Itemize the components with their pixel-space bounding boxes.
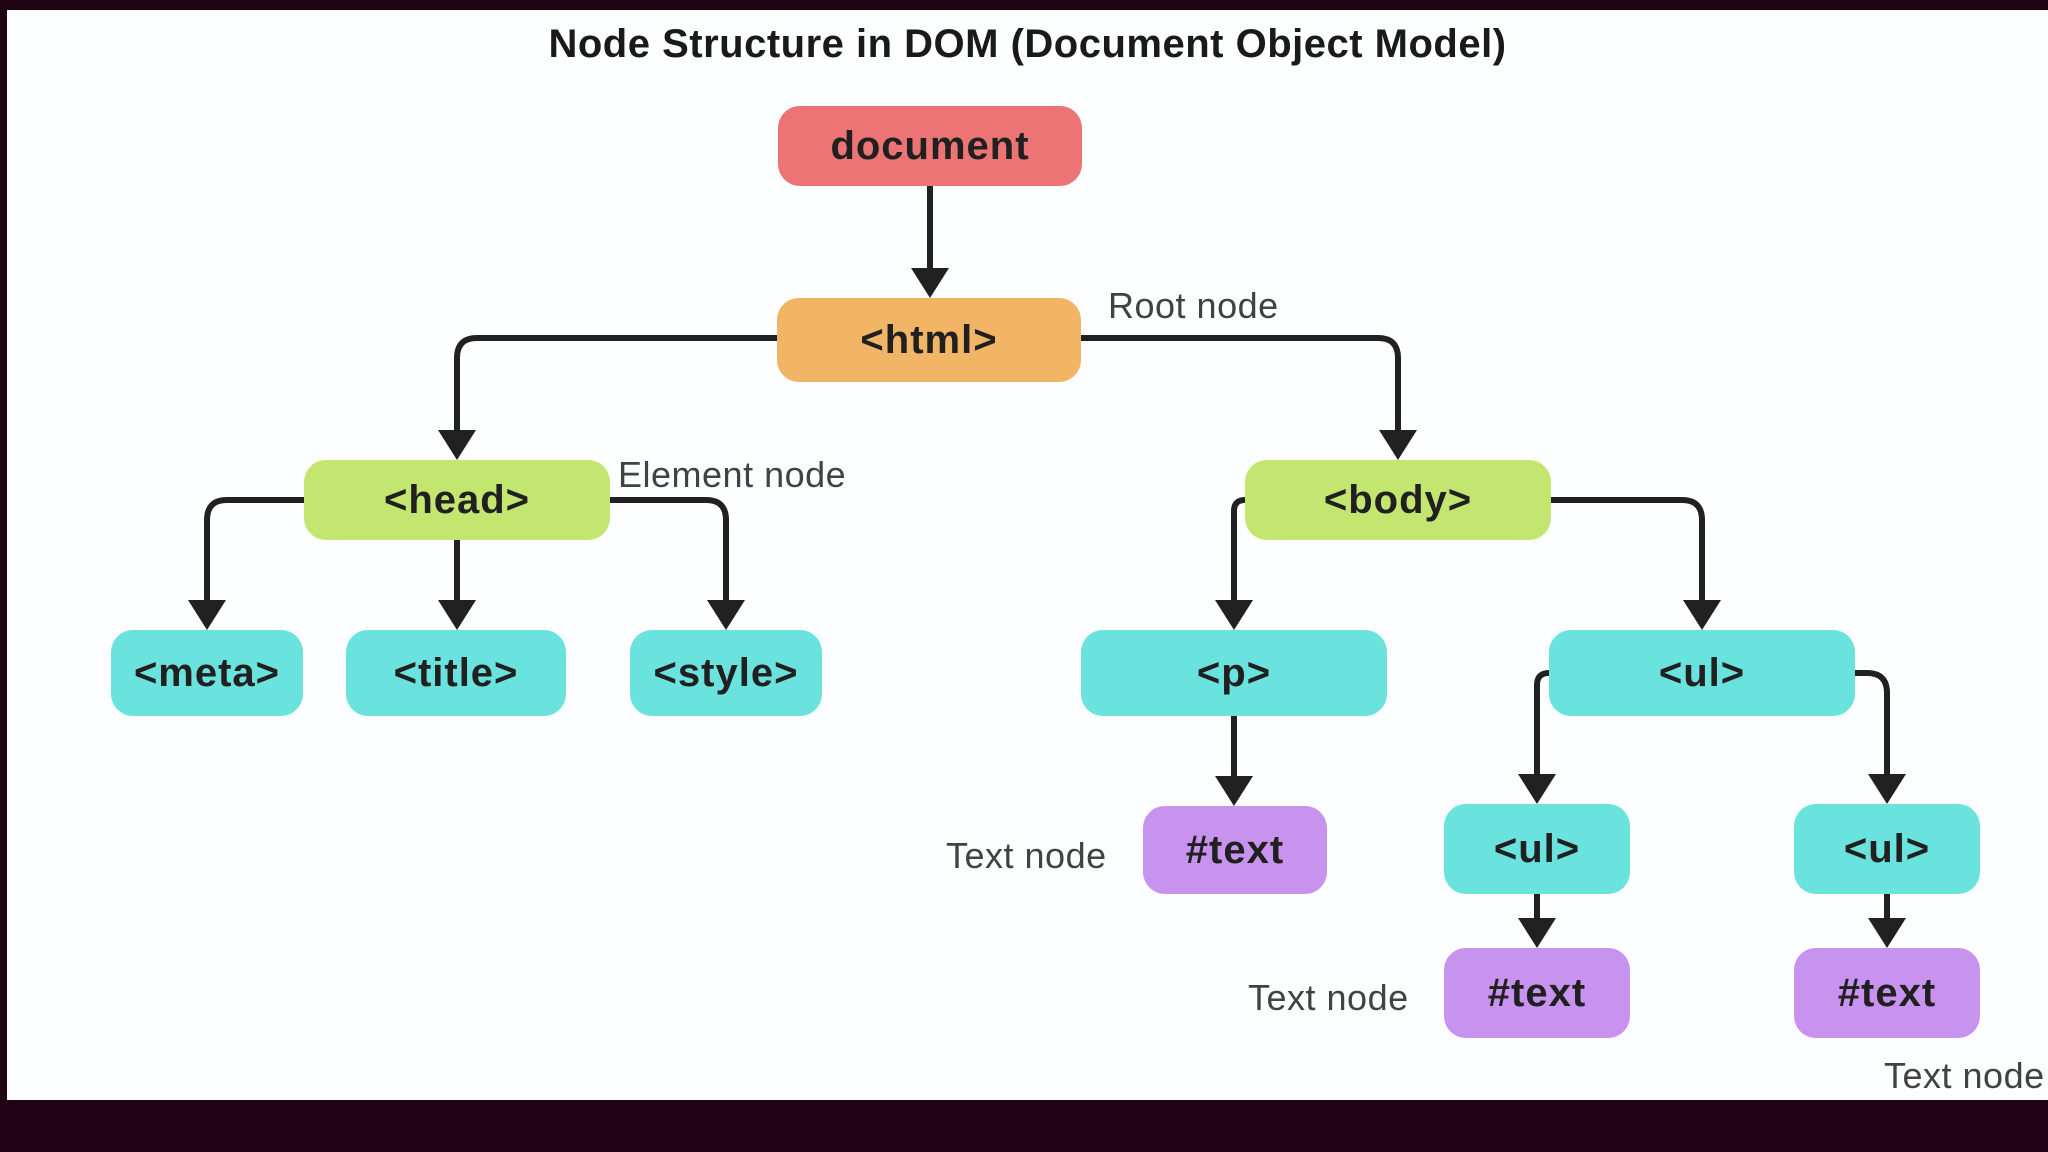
node-label-document: document — [830, 123, 1030, 168]
node-text-p: #text — [1143, 806, 1327, 894]
node-label-ul-left: <ul> — [1493, 826, 1581, 871]
node-document: document — [778, 106, 1082, 186]
node-label-body: <body> — [1323, 477, 1473, 522]
node-label-ul: <ul> — [1658, 650, 1746, 695]
node-html: <html> — [777, 298, 1081, 382]
node-style: <style> — [630, 630, 822, 716]
annotation-root-node-label: Root node — [1108, 285, 1279, 326]
diagram-title: Node Structure in DOM (Document Object M… — [548, 22, 1507, 66]
node-title-tag: <title> — [346, 630, 566, 716]
node-label-title-tag: <title> — [393, 650, 519, 695]
node-text-ul-right: #text — [1794, 948, 1980, 1038]
node-label-html: <html> — [860, 317, 998, 362]
node-label-meta: <meta> — [133, 650, 281, 695]
annotation-element-node-label: Element node — [618, 454, 847, 495]
node-ul-left: <ul> — [1444, 804, 1630, 894]
node-ul: <ul> — [1549, 630, 1855, 716]
node-p: <p> — [1081, 630, 1387, 716]
node-ul-right: <ul> — [1794, 804, 1980, 894]
node-label-ul-right: <ul> — [1843, 826, 1931, 871]
diagram-canvas — [7, 10, 2048, 1100]
node-body: <body> — [1245, 460, 1551, 540]
node-text-ul-left: #text — [1444, 948, 1630, 1038]
node-head: <head> — [304, 460, 610, 540]
node-label-text-ul-right: #text — [1837, 970, 1937, 1015]
node-label-text-p: #text — [1185, 827, 1285, 872]
node-label-p: <p> — [1196, 650, 1272, 695]
node-label-text-ul-left: #text — [1487, 970, 1587, 1015]
node-meta: <meta> — [111, 630, 303, 716]
node-label-style: <style> — [653, 650, 799, 695]
annotation-text-node-label-ul-left: Text node — [1248, 977, 1409, 1018]
annotation-text-node-label-p: Text node — [946, 835, 1107, 876]
annotation-text-node-label-ul-right: Text node — [1884, 1055, 2045, 1096]
node-label-head: <head> — [383, 477, 531, 522]
